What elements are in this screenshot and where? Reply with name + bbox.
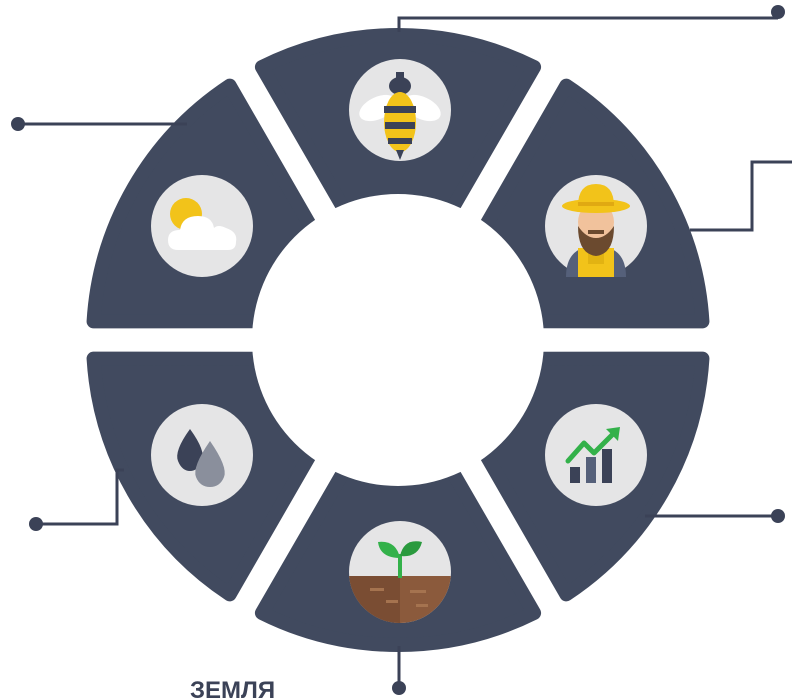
connector-water xyxy=(36,468,124,526)
center-circle xyxy=(252,194,544,486)
bee-icon xyxy=(349,59,451,161)
growth-chart-icon xyxy=(545,404,647,506)
connector-bee xyxy=(397,16,778,32)
soil-label: ЗЕМЛЯ xyxy=(190,677,275,698)
connector-dot-water xyxy=(29,517,43,531)
farmer-icon xyxy=(545,175,647,277)
water-drops-icon xyxy=(151,404,253,506)
sprout-soil-icon xyxy=(349,521,451,623)
connector-dot-soil xyxy=(392,681,406,695)
connector-dot-bee xyxy=(771,5,785,19)
sun-cloud-icon xyxy=(151,175,253,277)
connector-dot-weather xyxy=(11,117,25,131)
connector-dot-growth xyxy=(771,509,785,523)
connector-farmer xyxy=(690,160,792,232)
